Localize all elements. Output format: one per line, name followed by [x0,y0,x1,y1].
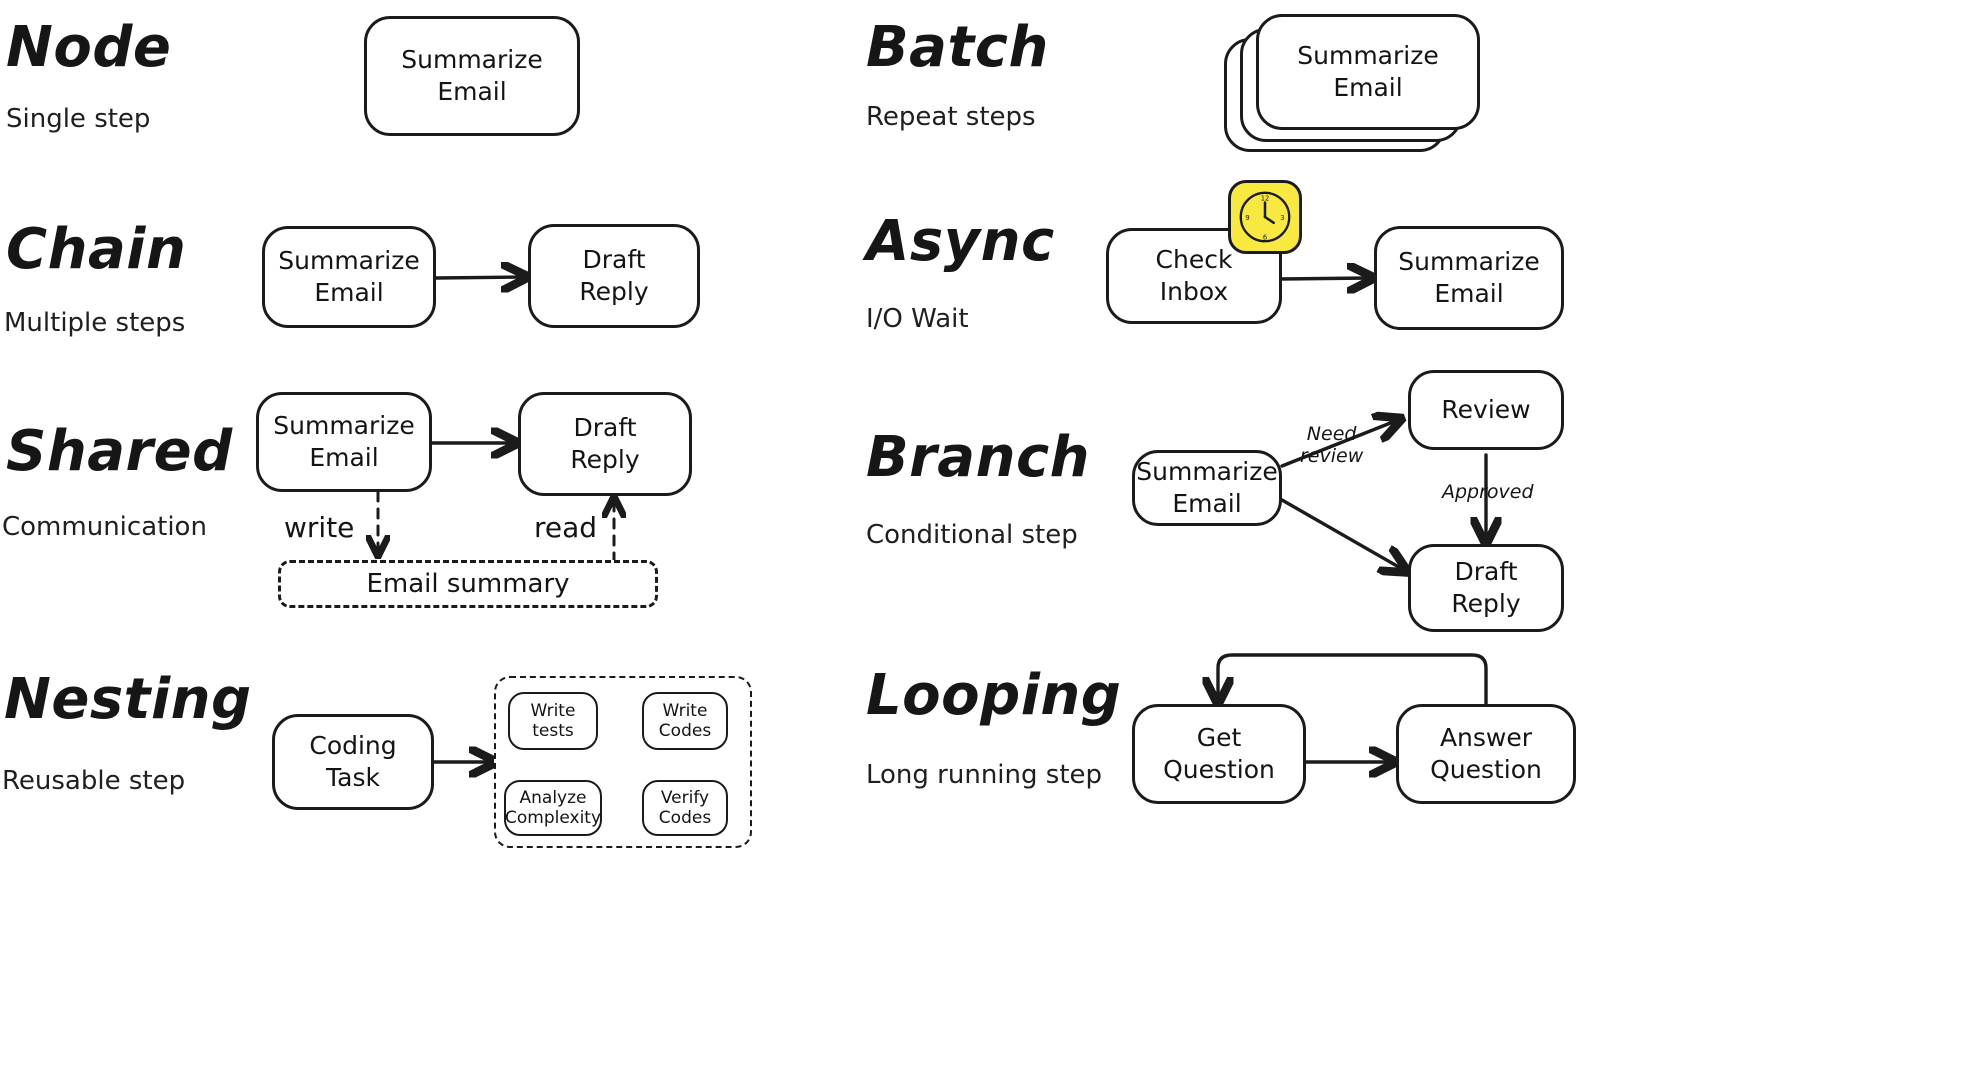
branch-label-need-review: Need review [1300,423,1364,467]
pattern-subtitle-branch: Conditional step [866,520,1078,550]
looping-node-answer-question[interactable]: Answer Question [1396,704,1576,804]
pattern-title-node: Node [6,15,172,80]
pattern-subtitle-async: I/O Wait [866,304,969,334]
shared-read-label: read [534,511,598,544]
async-arrow [1278,278,1370,279]
branch-label-approved: Approved [1442,481,1534,503]
node-summarize-email[interactable]: Summarize Email [364,16,580,136]
chain-node-draft-reply[interactable]: Draft Reply [528,224,700,328]
svg-text:3: 3 [1280,214,1284,222]
branch-node-draft-reply[interactable]: Draft Reply [1408,544,1564,632]
pattern-title-shared: Shared [6,419,233,484]
shared-write-label: write [284,511,355,544]
nesting-subnode-analyze-complexity[interactable]: Analyze Complexity [504,780,602,836]
clock-icon: 12 3 6 9 [1228,180,1302,254]
pattern-subtitle-batch: Repeat steps [866,102,1036,132]
shared-store-email-summary[interactable]: Email summary [278,560,658,608]
shared-node-summarize-email[interactable]: Summarize Email [256,392,432,492]
looping-back-arrow [1218,653,1488,708]
pattern-title-nesting: Nesting [4,667,252,732]
svg-text:9: 9 [1245,214,1249,222]
pattern-title-chain: Chain [6,217,187,282]
nesting-subnode-write-codes[interactable]: Write Codes [642,692,728,750]
async-node-summarize-email[interactable]: Summarize Email [1374,226,1564,330]
nesting-subnode-verify-codes[interactable]: Verify Codes [642,780,728,836]
pattern-title-branch: Branch [866,425,1091,490]
nesting-subnode-write-tests[interactable]: Write tests [508,692,598,750]
branch-draft-arrow [1280,498,1404,570]
pattern-title-async: Async [866,209,1055,274]
pattern-subtitle-node: Single step [6,104,151,134]
pattern-subtitle-nesting: Reusable step [2,766,186,796]
shared-node-draft-reply[interactable]: Draft Reply [518,392,692,496]
batch-card-front[interactable]: Summarize Email [1256,14,1480,130]
looping-node-get-question[interactable]: Get Question [1132,704,1306,804]
svg-text:12: 12 [1261,195,1270,203]
nesting-node-coding-task[interactable]: Coding Task [272,714,434,810]
pattern-title-batch: Batch [866,15,1049,80]
pattern-subtitle-shared: Communication [2,512,207,542]
svg-text:6: 6 [1263,233,1267,241]
branch-node-review[interactable]: Review [1408,370,1564,450]
pattern-subtitle-chain: Multiple steps [4,308,186,338]
chain-arrow [434,277,524,278]
pattern-title-looping: Looping [866,663,1122,728]
chain-node-summarize-email[interactable]: Summarize Email [262,226,436,328]
pattern-subtitle-looping: Long running step [866,760,1103,790]
branch-node-summarize-email[interactable]: Summarize Email [1132,450,1282,526]
